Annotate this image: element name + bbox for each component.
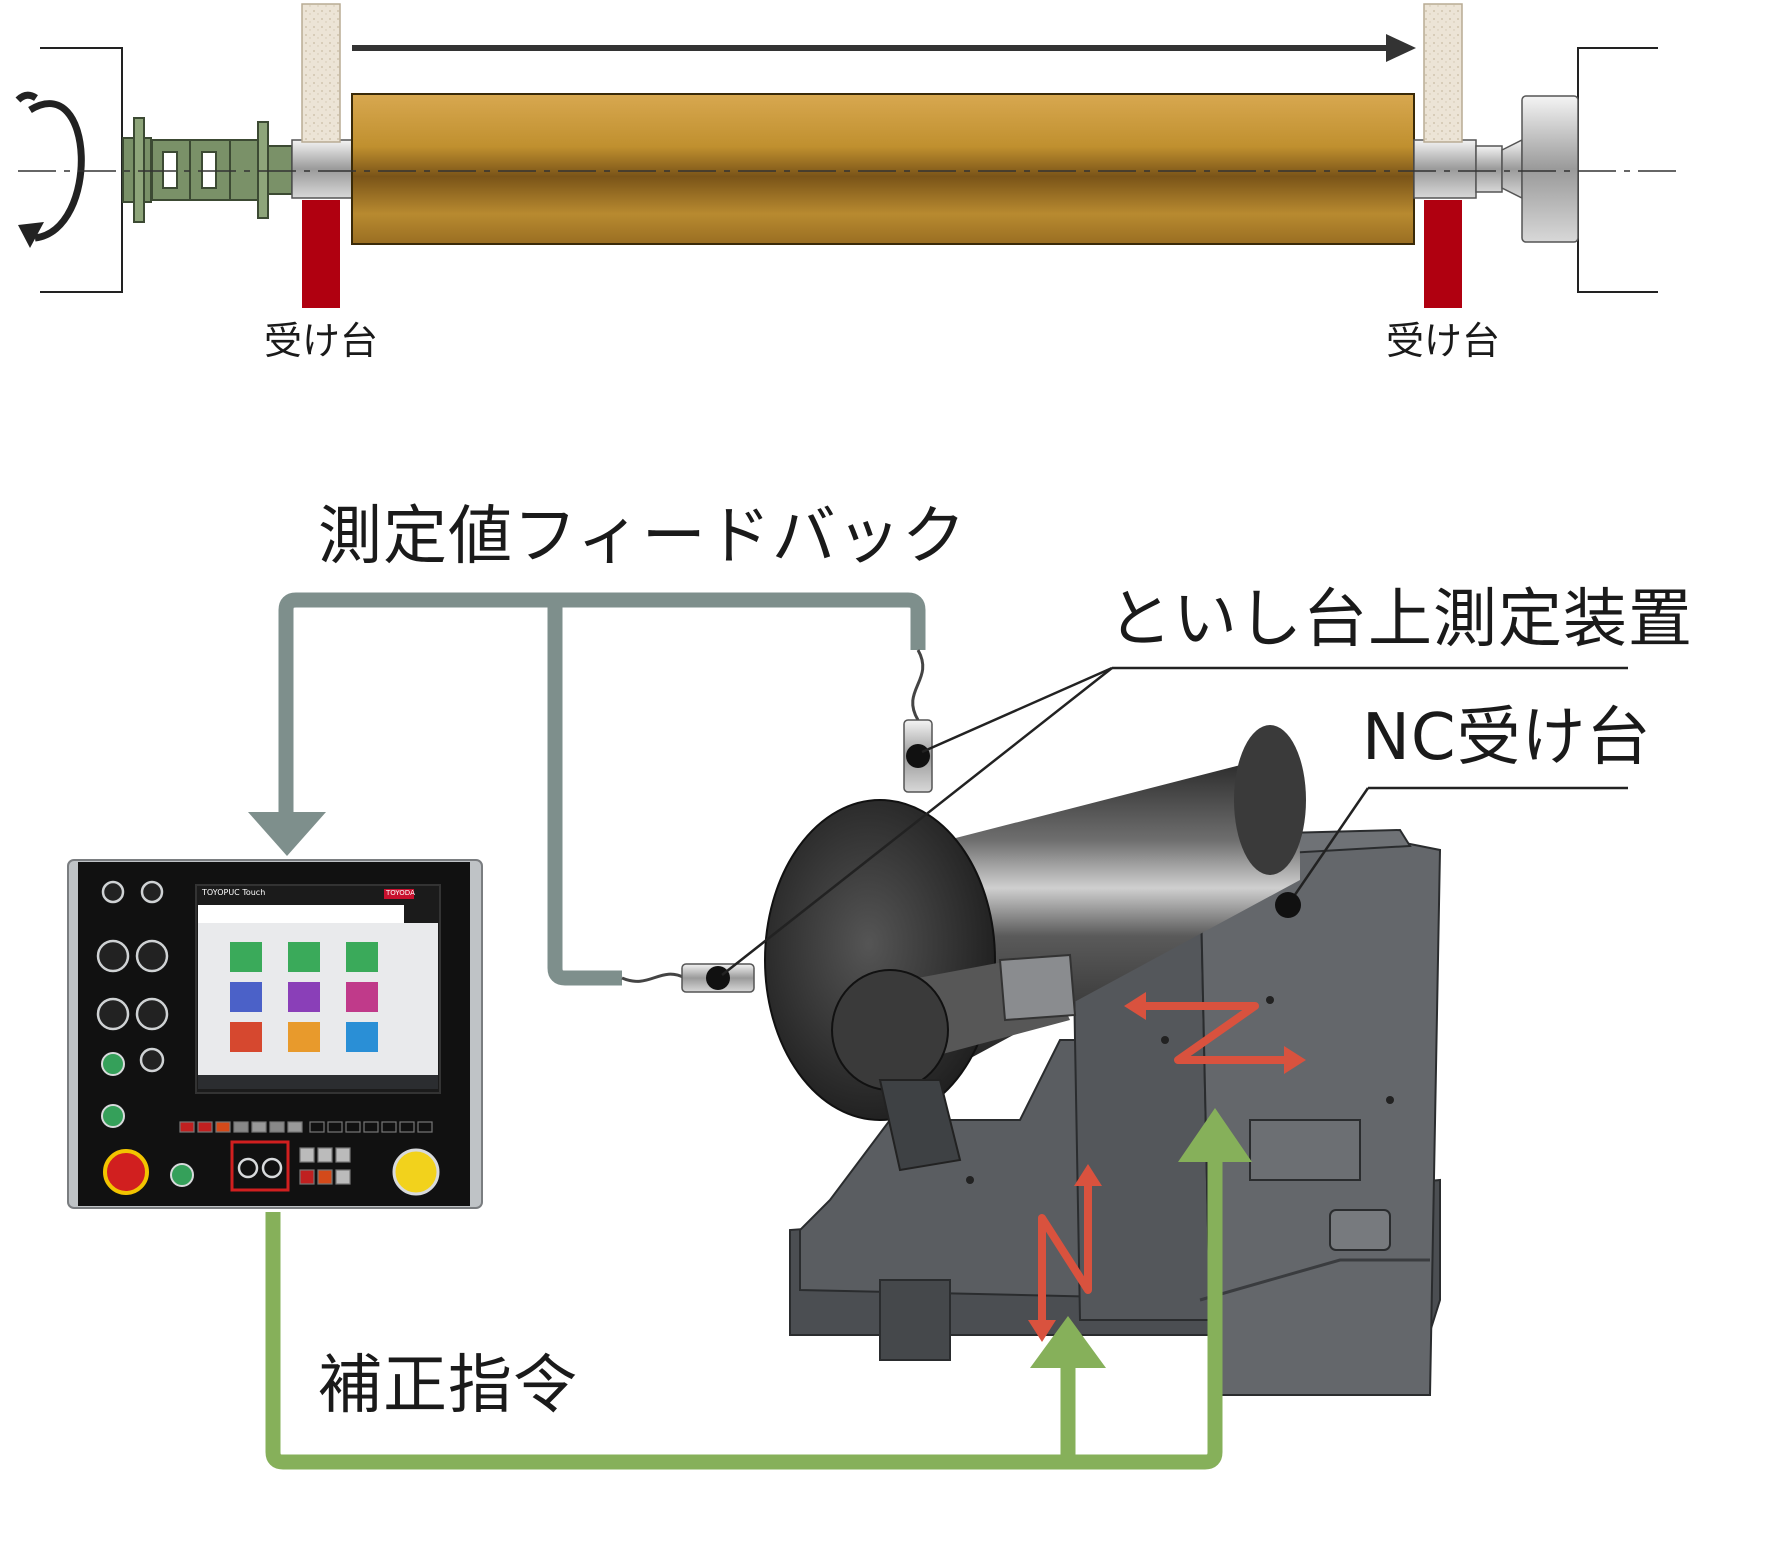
feedback-path [278,592,926,986]
panel-maker-badge [384,889,414,899]
roll-body [351,93,1415,245]
traverse-arrow-icon [352,34,1416,62]
feedback-arrow-head [248,812,326,856]
roll-schematic [15,3,1680,308]
nc-rest-label: NC受け台 [1362,701,1652,775]
emergency-stop-icon [103,1149,149,1195]
rest-label-right: 受け台 [1386,319,1501,363]
roll-neck-left [291,139,353,199]
panel-small-keys [299,1147,351,1185]
gauge-cable-lower [621,972,686,983]
command-path [265,1158,1223,1470]
leader-lines [721,666,1628,976]
tailstock-center [1475,95,1579,243]
nc-rest-marker [1275,892,1301,918]
rotation-arrow-icon [15,91,85,248]
cycle-start-button [392,1148,440,1196]
command-arrow-head-right [1178,1108,1252,1162]
motion-arrow-heads [1028,992,1306,1342]
gauge-label: といし台上測定装置 [1108,583,1693,657]
rest-label-left: 受け台 [264,319,379,363]
panel-highlight-box [230,1140,290,1192]
correction-label: 補正指令 [318,1349,578,1423]
gauge-sensor-upper [903,719,933,793]
grinding-wheel-right [1423,3,1463,143]
panel-brand: TOYOPUC [202,888,240,897]
panel-knobs [96,880,169,1073]
roll-neck-right [1413,139,1477,199]
grinding-wheel-left [301,3,341,143]
drive-coupling [122,117,293,223]
panel-green-buttons [101,1052,194,1187]
gauge-sensor-lower [681,963,755,993]
gauge-cable-upper [911,649,925,721]
panel-maker: TOYODA [386,889,415,897]
panel-product: Touch [242,888,266,897]
motion-arrow-icon [1038,1002,1290,1326]
tailstock-bracket [1577,47,1658,293]
panel-key-strip [179,1121,433,1133]
command-arrow-head-left [1030,1316,1106,1368]
panel-icon-grid [230,942,378,1052]
steady-rest-right [1424,200,1462,308]
nc-control-panel [67,859,483,1209]
feedback-label: 測定値フィードバック [318,500,967,574]
steady-rest-left [302,200,340,308]
roll-workpiece [764,725,1306,1172]
